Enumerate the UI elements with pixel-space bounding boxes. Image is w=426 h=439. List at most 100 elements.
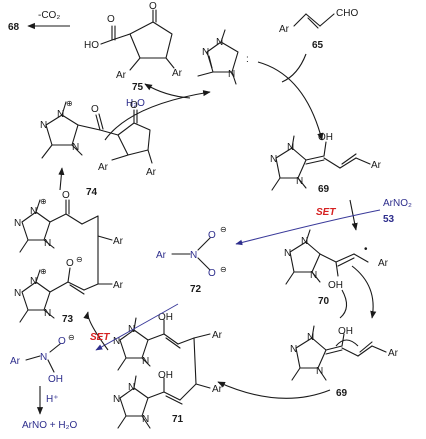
compound-70-number: 70 xyxy=(318,296,330,307)
final-products-label: ArNO + H₂O xyxy=(22,420,78,431)
hydroxyl-oxygen: O xyxy=(58,336,66,347)
second-set-arrow xyxy=(95,303,179,351)
set-label-top: SET xyxy=(316,207,336,218)
c65-aldehyde: CHO xyxy=(336,8,358,19)
c69b-hydroxyl: OH xyxy=(338,326,353,337)
compound-53-number: 53 xyxy=(383,214,395,225)
c70-n2: N xyxy=(301,236,308,247)
compound-69-number-bottom: 69 xyxy=(336,388,348,399)
electron-push-curve xyxy=(339,289,348,319)
c74-n2: N xyxy=(57,109,64,120)
c73-positive-1: ⊕ xyxy=(40,197,47,206)
c75-aryl-2: Ar xyxy=(172,68,183,79)
nitro-radical-arrow xyxy=(235,209,381,246)
carbene-n1: N xyxy=(202,47,209,58)
compound-71-number: 71 xyxy=(172,414,184,425)
c73-n1: N xyxy=(14,218,21,229)
carbene-release-arrow xyxy=(104,90,211,141)
hydroxyl-aryl: Ar xyxy=(10,356,21,367)
c73-n6: N xyxy=(44,308,51,319)
carbene-n3: N xyxy=(228,69,235,80)
c71-n6: N xyxy=(142,414,149,425)
c71-n4: N xyxy=(113,394,120,405)
carbene-catalyst: N N N : xyxy=(197,29,249,85)
c74-n1: N xyxy=(40,120,47,131)
c69b-n1: N xyxy=(290,344,297,355)
c73-n5: N xyxy=(30,276,37,287)
c71-hydroxyl-1: OH xyxy=(158,312,173,323)
c74-carbonyl-oxygen: O xyxy=(91,104,99,115)
c69a-n3: N xyxy=(296,176,303,187)
hydroxyl-negative: ⊖ xyxy=(68,333,75,342)
c69b-n2: N xyxy=(307,332,314,343)
c73-oxygen-2: O xyxy=(66,258,74,269)
aldehyde-entry-curve xyxy=(281,53,307,83)
c73-n4: N xyxy=(14,288,21,299)
c72-aryl: Ar xyxy=(156,250,167,261)
decarboxylation-label: -CO₂ 68 xyxy=(8,10,70,33)
c70-hydroxyl: OH xyxy=(328,280,343,291)
proton-label: H⁺ xyxy=(46,394,59,405)
c71-n2: N xyxy=(128,324,135,335)
c75-aryl-1: Ar xyxy=(116,70,127,81)
enol-push-curve xyxy=(335,339,359,347)
c71-hydroxyl-2: OH xyxy=(158,370,173,381)
c70-n3: N xyxy=(310,270,317,281)
carbene-lone-pair: : xyxy=(246,54,249,65)
c69a-hydroxyl: OH xyxy=(318,132,333,143)
c73-positive-2: ⊕ xyxy=(40,267,47,276)
c74-n3: N xyxy=(72,142,79,153)
nitroarene-label: ArNO₂ xyxy=(383,198,412,209)
compound-65-number: 65 xyxy=(312,40,324,51)
radical-coupling-arrow xyxy=(351,265,377,319)
c73-aryl-2: Ar xyxy=(113,280,124,291)
hydrolysis-arrow xyxy=(144,83,191,99)
c69b-aryl: Ar xyxy=(388,348,399,359)
c72-charge-2: ⊖ xyxy=(220,265,227,274)
dimer-formation-arrow xyxy=(217,381,331,399)
compound-75: O O HO Ar Ar 75 xyxy=(84,1,183,93)
c71-aryl-2: Ar xyxy=(212,384,223,395)
water-label-top: H₂O xyxy=(126,98,145,109)
compound-72-number: 72 xyxy=(190,284,202,295)
compound-69-lower: OH N N N Ar 69 xyxy=(290,325,399,399)
compound-73-number: 73 xyxy=(62,314,74,325)
c72-charge-1: ⊖ xyxy=(220,225,227,234)
c74-ketone-oxygen: O xyxy=(130,100,138,111)
c72-oxygen-1: O xyxy=(208,230,216,241)
c69a-aryl: Ar xyxy=(371,160,382,171)
c74-positive-charge: ⊕ xyxy=(66,99,73,108)
c70-aryl: Ar xyxy=(378,258,389,269)
breslow-formation-arrow xyxy=(257,61,324,141)
c69b-n3: N xyxy=(316,366,323,377)
c73-n2: N xyxy=(30,206,37,217)
compound-69-breslow: OH N N N Ar 69 xyxy=(270,132,382,195)
hydroxyl-nitrogen: N xyxy=(40,352,47,363)
c74-aryl-2: Ar xyxy=(146,167,157,178)
compound-74-number: 74 xyxy=(86,187,98,198)
compound-72: Ar N O O ⊖ ⊖ 72 xyxy=(156,225,227,295)
compound-69-number-top: 69 xyxy=(318,184,330,195)
c75-ketone-oxygen: O xyxy=(149,1,157,12)
set-label-bottom: SET xyxy=(90,332,110,343)
c69a-n1: N xyxy=(270,154,277,165)
c75-acid-oxygen: O xyxy=(107,14,115,25)
compound-71: OH OH N N N N N N Ar Ar 71 xyxy=(113,312,223,429)
compound-73: N N N N N N ⊕ ⊕ O O ⊖ Ar Ar 73 xyxy=(14,190,124,325)
cyclization-arrow xyxy=(58,167,65,191)
set-to-73-arrow xyxy=(83,311,109,351)
compound-74: N N N ⊕ O O Ar Ar 74 xyxy=(40,99,157,198)
c69a-n2: N xyxy=(287,142,294,153)
c73-oxygen-1: O xyxy=(62,190,70,201)
c71-aryl-1: Ar xyxy=(212,330,223,341)
hydroxylamine-anion: Ar N O ⊖ OH xyxy=(10,333,75,385)
c70-n1: N xyxy=(284,248,291,259)
carbene-n2: N xyxy=(216,37,223,48)
compound-75-number: 75 xyxy=(132,82,144,93)
c71-n3: N xyxy=(142,356,149,367)
set-oxidation-arrow xyxy=(349,199,358,231)
compound-70: OH N N N • Ar 70 xyxy=(284,229,389,307)
c74-aryl-1: Ar xyxy=(98,162,109,173)
c72-oxygen-2: O xyxy=(208,268,216,279)
compound-68-number: 68 xyxy=(8,22,20,33)
